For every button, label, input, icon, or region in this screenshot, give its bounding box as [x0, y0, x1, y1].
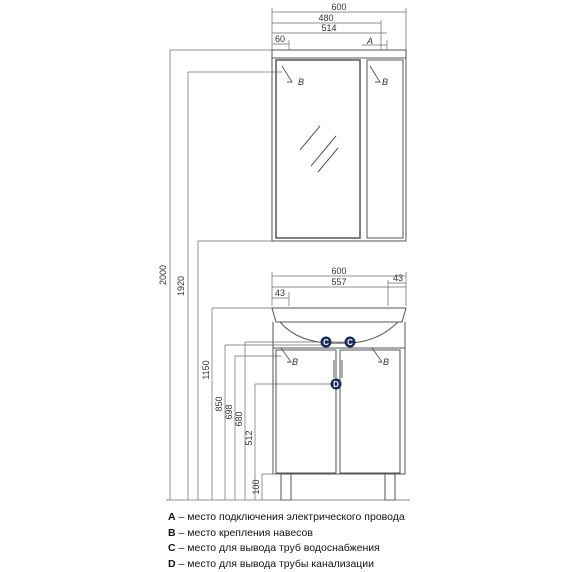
legend-text: – место крепления навесов [176, 527, 313, 539]
hook-marker-b [370, 66, 380, 82]
hook-label-b: B [298, 77, 304, 87]
hook-label-b: B [292, 357, 298, 367]
basin-bowl [280, 322, 398, 343]
marker-c-left-label: C [323, 338, 329, 347]
legend-item-d: D – место для вывода трубы канализации [168, 557, 528, 572]
dim-text-1150: 1150 [201, 360, 211, 379]
marker-d-label: D [333, 380, 339, 389]
dim-text-a: A [366, 36, 373, 46]
legend-key: C [168, 542, 176, 554]
dim-text-600-vanity: 600 [331, 266, 346, 276]
vanity-door-left [276, 350, 336, 473]
dim-text-43-right: 43 [393, 273, 403, 283]
dim-text-850: 850 [214, 396, 224, 411]
dim-text-680: 680 [234, 411, 244, 426]
legend-text: – место подключения электрического прово… [176, 511, 405, 523]
legend: A – место подключения электрического про… [168, 510, 528, 572]
hook-marker-b [282, 66, 292, 82]
mirror-glare [311, 136, 336, 166]
dim-text-512: 512 [244, 430, 254, 445]
vertical-dimension-lines [166, 50, 410, 500]
dim-text-1920: 1920 [176, 276, 186, 296]
dim-text-514: 514 [321, 23, 336, 33]
dim-text-557: 557 [331, 277, 346, 287]
vanity-leg [281, 474, 291, 500]
mirror-glare [300, 126, 320, 150]
legend-key: A [168, 511, 176, 523]
hook-label-b: B [383, 357, 389, 367]
hook-label-b: B [382, 77, 388, 87]
legend-key: B [168, 527, 176, 539]
mirror-glare [318, 148, 338, 172]
dim-text-698: 698 [224, 404, 234, 419]
legend-item-b: B – место крепления навесов [168, 526, 528, 542]
dim-text-2000: 2000 [158, 265, 168, 285]
mirror-door [276, 60, 360, 238]
basin-top [272, 308, 406, 322]
vanity-door-right [340, 350, 400, 473]
legend-item-a: A – место подключения электрического про… [168, 510, 528, 526]
legend-item-c: C – место для вывода труб водоснабжения [168, 541, 528, 557]
vanity-leg [385, 474, 395, 500]
dim-text-100: 100 [251, 479, 261, 494]
legend-text: – место для вывода труб водоснабжения [176, 542, 380, 554]
dim-text-43-left: 43 [275, 288, 285, 298]
dim-text-60: 60 [275, 34, 285, 44]
cabinet-top-panel [272, 50, 406, 58]
marker-c-right-label: C [347, 338, 353, 347]
dim-text-600-top: 600 [331, 2, 346, 12]
dim-text-480: 480 [318, 13, 333, 23]
